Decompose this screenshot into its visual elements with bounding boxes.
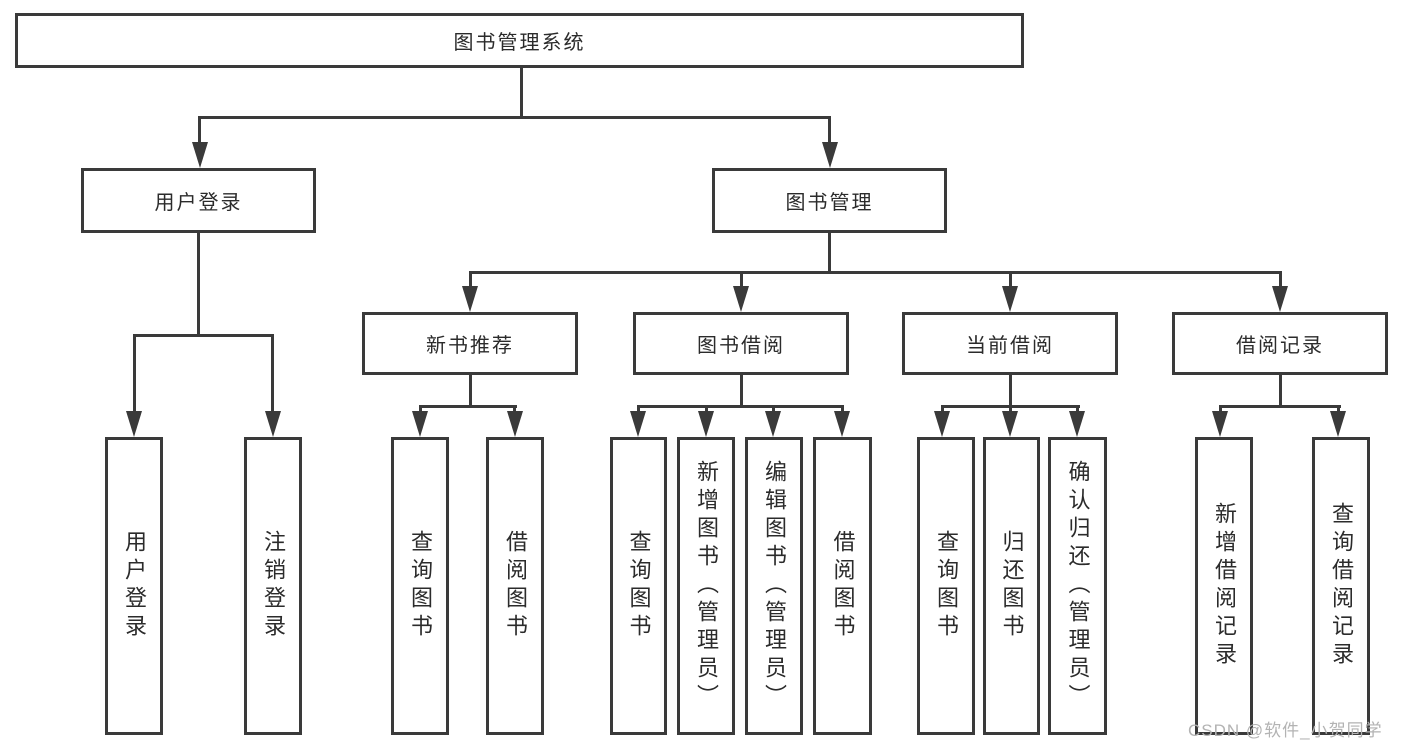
arrow-down-icon <box>126 411 142 437</box>
connector-stem <box>1009 405 1012 414</box>
connector-stem <box>637 405 640 414</box>
leaf-query-books-recommend: 查询图书 <box>391 437 449 735</box>
arrow-down-icon <box>698 411 714 437</box>
connector-drop-book-borrowing <box>740 271 743 288</box>
connector-stem <box>841 405 844 414</box>
connector-level2-rail <box>199 116 831 119</box>
node-book-management: 图书管理 <box>712 168 947 233</box>
connector-drop-current-borrowing <box>1009 271 1012 288</box>
leaf-edit-books-admin: 编辑图书（管理员） <box>745 437 803 735</box>
node-library-management-system: 图书管理系统 <box>15 13 1024 68</box>
arrow-down-icon <box>1002 286 1018 312</box>
watermark-csdn: CSDN @软件_小贺同学 <box>1188 721 1383 740</box>
arrow-down-icon <box>1212 411 1228 437</box>
connector-drop-leaf-logout <box>271 334 274 412</box>
leaf-borrow-books-recommend: 借阅图书 <box>486 437 544 735</box>
leaf-confirm-return-admin: 确认归还（管理员） <box>1048 437 1107 735</box>
arrow-down-icon <box>192 142 208 168</box>
connector-stem <box>772 405 775 414</box>
connector-current-borrowing-drop <box>1009 375 1012 408</box>
node-borrowing-records: 借阅记录 <box>1172 312 1388 375</box>
connector-root-drop <box>520 68 523 118</box>
connector-borrowing-records-drop <box>1279 375 1282 408</box>
connector-stem <box>419 405 422 414</box>
arrow-down-icon <box>265 411 281 437</box>
arrow-down-icon <box>822 142 838 168</box>
arrow-down-icon <box>462 286 478 312</box>
connector-drop-borrowing-records <box>1279 271 1282 288</box>
connector-drop-book-management <box>828 116 831 144</box>
connector-stem <box>705 405 708 414</box>
arrow-down-icon <box>1272 286 1288 312</box>
connector-book-management-drop <box>828 233 831 274</box>
connector-stem <box>1076 405 1079 414</box>
connector-drop-user-login <box>198 116 201 144</box>
arrow-down-icon <box>1069 411 1085 437</box>
connector-drop-leaf-user-login <box>133 334 136 412</box>
leaf-add-borrow-record: 新增借阅记录 <box>1195 437 1253 735</box>
arrow-down-icon <box>733 286 749 312</box>
leaf-return-books: 归还图书 <box>983 437 1040 735</box>
leaf-query-borrow-record: 查询借阅记录 <box>1312 437 1370 735</box>
arrow-down-icon <box>630 411 646 437</box>
connector-level3-rail <box>469 271 1281 274</box>
node-user-login: 用户登录 <box>81 168 316 233</box>
arrow-down-icon <box>1002 411 1018 437</box>
arrow-down-icon <box>507 411 523 437</box>
connector-drop-new-book <box>469 271 472 288</box>
connector-stem <box>513 405 516 414</box>
connector-stem <box>941 405 944 414</box>
connector-stem <box>1337 405 1340 414</box>
connector-user-login-rail <box>133 334 274 337</box>
leaf-add-books-admin: 新增图书（管理员） <box>677 437 735 735</box>
arrow-down-icon <box>765 411 781 437</box>
arrow-down-icon <box>1330 411 1346 437</box>
connector-new-book-drop <box>469 375 472 408</box>
leaf-query-books-current: 查询图书 <box>917 437 975 735</box>
connector-book-borrowing-rail <box>637 405 844 408</box>
leaf-query-books-borrowing: 查询图书 <box>610 437 667 735</box>
connector-user-login-drop <box>197 233 200 336</box>
arrow-down-icon <box>412 411 428 437</box>
leaf-logout: 注销登录 <box>244 437 302 735</box>
node-current-borrowing: 当前借阅 <box>902 312 1118 375</box>
connector-borrowing-records-rail <box>1219 405 1341 408</box>
connector-new-book-rail <box>419 405 517 408</box>
arrow-down-icon <box>834 411 850 437</box>
connector-stem <box>1219 405 1222 414</box>
arrow-down-icon <box>934 411 950 437</box>
connector-book-borrowing-drop <box>740 375 743 408</box>
leaf-user-login: 用户登录 <box>105 437 163 735</box>
leaf-borrow-books-borrowing: 借阅图书 <box>813 437 872 735</box>
node-book-borrowing: 图书借阅 <box>633 312 849 375</box>
node-new-book-recommend: 新书推荐 <box>362 312 578 375</box>
